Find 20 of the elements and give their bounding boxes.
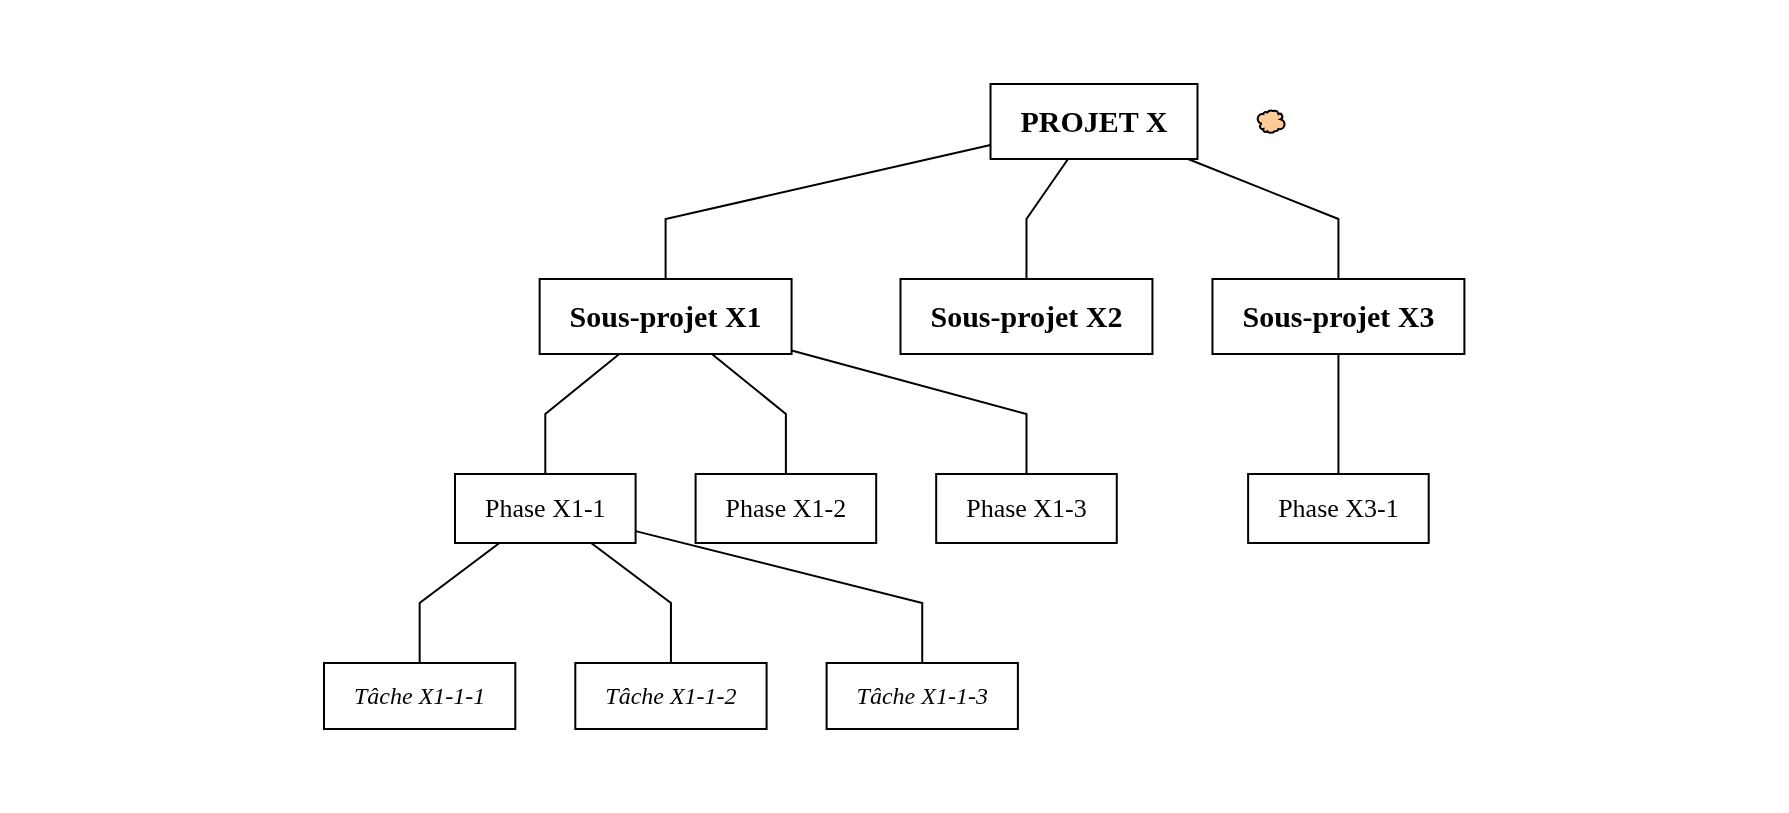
node-box: Tâche X1-1-3 bbox=[825, 662, 1020, 730]
connector bbox=[544, 353, 621, 475]
node-box: Tâche X1-1-1 bbox=[323, 662, 517, 730]
connector bbox=[1337, 353, 1340, 475]
node-box: Phase X1-3 bbox=[935, 473, 1119, 544]
connector bbox=[790, 349, 1028, 475]
node-box: Sous-projet X3 bbox=[1211, 278, 1466, 355]
node-cloud bbox=[1257, 109, 1286, 134]
connector bbox=[1187, 158, 1340, 280]
connector bbox=[590, 542, 673, 664]
connector bbox=[711, 353, 788, 475]
connector bbox=[418, 542, 501, 664]
node-box: Tâche X1-1-2 bbox=[574, 662, 768, 730]
node-box: Sous-projet X2 bbox=[899, 278, 1154, 355]
node-box: Phase X1-2 bbox=[694, 473, 878, 544]
node-box: Phase X1-1 bbox=[454, 473, 637, 544]
connector bbox=[1025, 158, 1070, 280]
node-box: Phase X3-1 bbox=[1247, 473, 1430, 544]
node-box: Sous-projet X1 bbox=[538, 278, 793, 355]
node-box: PROJET X bbox=[989, 83, 1199, 160]
